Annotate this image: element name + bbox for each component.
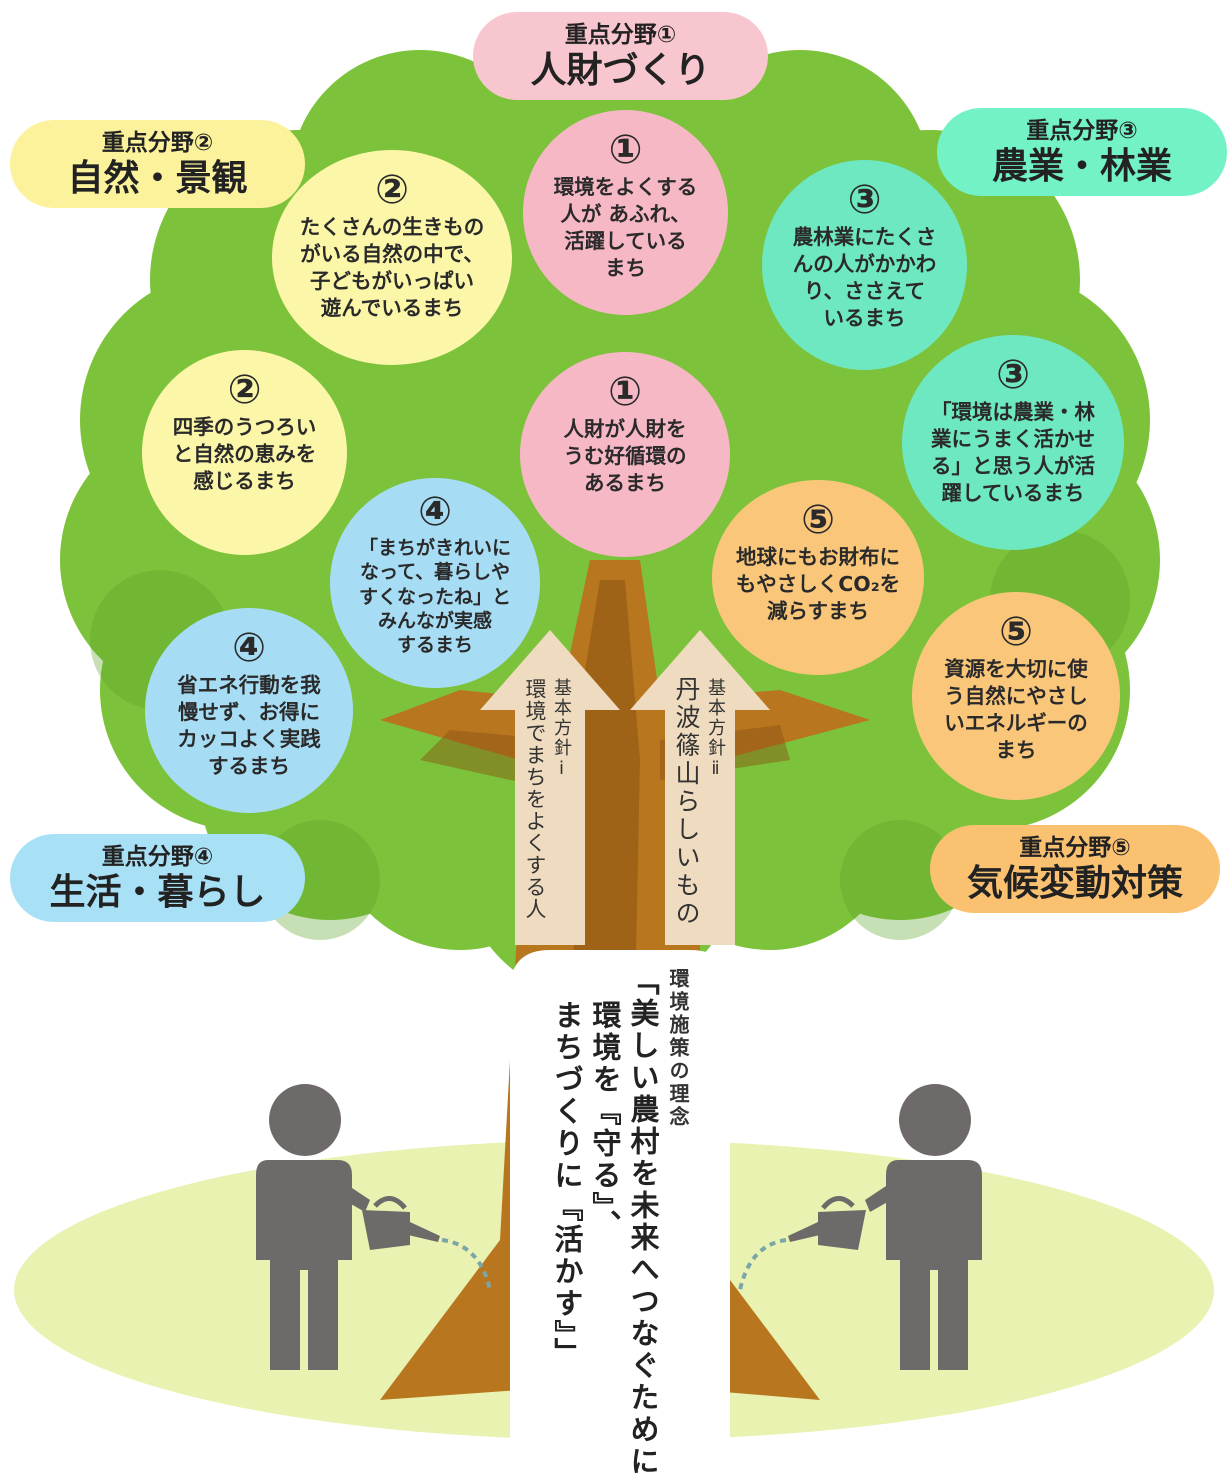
ideal-panel [510, 950, 730, 1463]
area-label-3-sub: 重点分野③ [1026, 118, 1138, 144]
goal-number: ③ [847, 177, 882, 223]
goal-circle-1b: ① 人財が人財を うむ好循環の あるまち [520, 352, 730, 557]
goal-number: ⑤ [801, 497, 835, 543]
policy-1-main: 環境でまちをよくする人 [523, 678, 547, 920]
goal-circle-3a: ③ 農林業にたくさ んの人がかかわ り、ささえて いるまち [762, 160, 967, 370]
goal-text: 環境をよくする 人が あふれ、 活躍している まち [553, 175, 698, 281]
area-label-5: 重点分野⑤ 気候変動対策 [930, 825, 1220, 913]
goal-circle-5b: ⑤ 資源を大切に使 う自然にやさし いエネルギーの まち [912, 592, 1120, 800]
goal-circle-3b: ③ 「環境は農業・林 業にうまく活かせ る」と思う人が活 躍しているまち [902, 335, 1124, 550]
goal-circle-1a: ① 環境をよくする 人が あふれ、 活躍している まち [523, 110, 728, 315]
goal-number: ① [608, 127, 643, 173]
policy-2-sub: 基本方針ⅱ [705, 678, 726, 781]
ideal-line-1: 「美しい農村を未来へつなぐために [626, 966, 660, 1478]
goal-text: 省エネ行動を我 慢せず、お得に カッコよく実践 するまち [177, 673, 321, 779]
area-label-1-sub: 重点分野① [564, 22, 677, 48]
goal-circle-2b: ② 四季のうつろい と自然の恵みを 感じるまち [142, 350, 347, 555]
goal-circle-2a: ② たくさんの生きもの がいる自然の中で、 子どもがいっぱい 遊んでいるまち [272, 150, 512, 365]
goal-number: ① [608, 369, 642, 415]
area-label-2-sub: 重点分野② [101, 130, 214, 156]
goal-number: ⑤ [999, 609, 1033, 655]
area-label-2: 重点分野② 自然・景観 [10, 120, 305, 208]
goal-number: ③ [996, 352, 1030, 398]
goal-text: 農林業にたくさ んの人がかかわ り、ささえて いるまち [792, 225, 937, 331]
policy-2-main: 丹波篠山らしいもの [672, 676, 701, 928]
area-label-2-main: 自然・景観 [67, 158, 248, 200]
canopy-shading [90, 530, 1130, 940]
area-label-3-main: 農業・林業 [991, 146, 1172, 188]
ideal-line-3: まちづくりに『活かす』」 [550, 1000, 584, 1370]
area-label-5-sub: 重点分野⑤ [1019, 835, 1131, 861]
goal-text: 「まちがきれいに なって、暮らしや すくなったね」と みんなが実感 するまち [358, 537, 511, 657]
goal-number: ④ [232, 625, 266, 671]
ideal-heading: 環境施策の理念 [666, 968, 690, 1129]
water-stream-right [738, 1238, 787, 1291]
goal-text: 資源を大切に使 う自然にやさし いエネルギーの まち [944, 657, 1088, 763]
area-label-5-main: 気候変動対策 [966, 863, 1183, 905]
goal-number: ② [375, 167, 409, 213]
area-label-4-main: 生活・暮らし [49, 872, 266, 914]
goal-text: 人財が人財を うむ好循環の あるまち [563, 417, 687, 496]
area-label-4: 重点分野④ 生活・暮らし [10, 834, 305, 922]
person-left [256, 1084, 440, 1370]
policy-arrows [480, 630, 770, 945]
person-right [788, 1084, 982, 1370]
water-stream-left [441, 1238, 492, 1291]
goal-text: たくさんの生きもの がいる自然の中で、 子どもがいっぱい 遊んでいるまち [299, 215, 485, 321]
goal-circle-4b: ④ 省エネ行動を我 慢せず、お得に カッコよく実践 するまち [145, 608, 353, 813]
area-label-3: 重点分野③ 農業・林業 [937, 108, 1227, 196]
goal-circle-4a: ④ 「まちがきれいに なって、暮らしや すくなったね」と みんなが実感 するまち [330, 478, 540, 688]
area-label-1-main: 人財づくり [530, 50, 711, 92]
policy-1-sub: 基本方針ⅰ [551, 678, 572, 781]
ideal-line-2: 環境を『守る』、 [588, 1000, 622, 1242]
goal-text: 地球にもお財布に もやさしくCO₂を 減らすまち [735, 545, 901, 624]
goal-number: ④ [418, 489, 452, 535]
area-label-4-sub: 重点分野④ [101, 844, 214, 870]
goal-number: ② [227, 367, 262, 413]
area-label-1: 重点分野① 人財づくり [473, 12, 768, 100]
goal-circle-5a: ⑤ 地球にもお財布に もやさしくCO₂を 減らすまち [712, 480, 924, 675]
goal-text: 四季のうつろい と自然の恵みを 感じるまち [172, 415, 317, 494]
goal-text: 「環境は農業・林 業にうまく活かせ る」と思う人が活 躍しているまち [931, 400, 1095, 506]
